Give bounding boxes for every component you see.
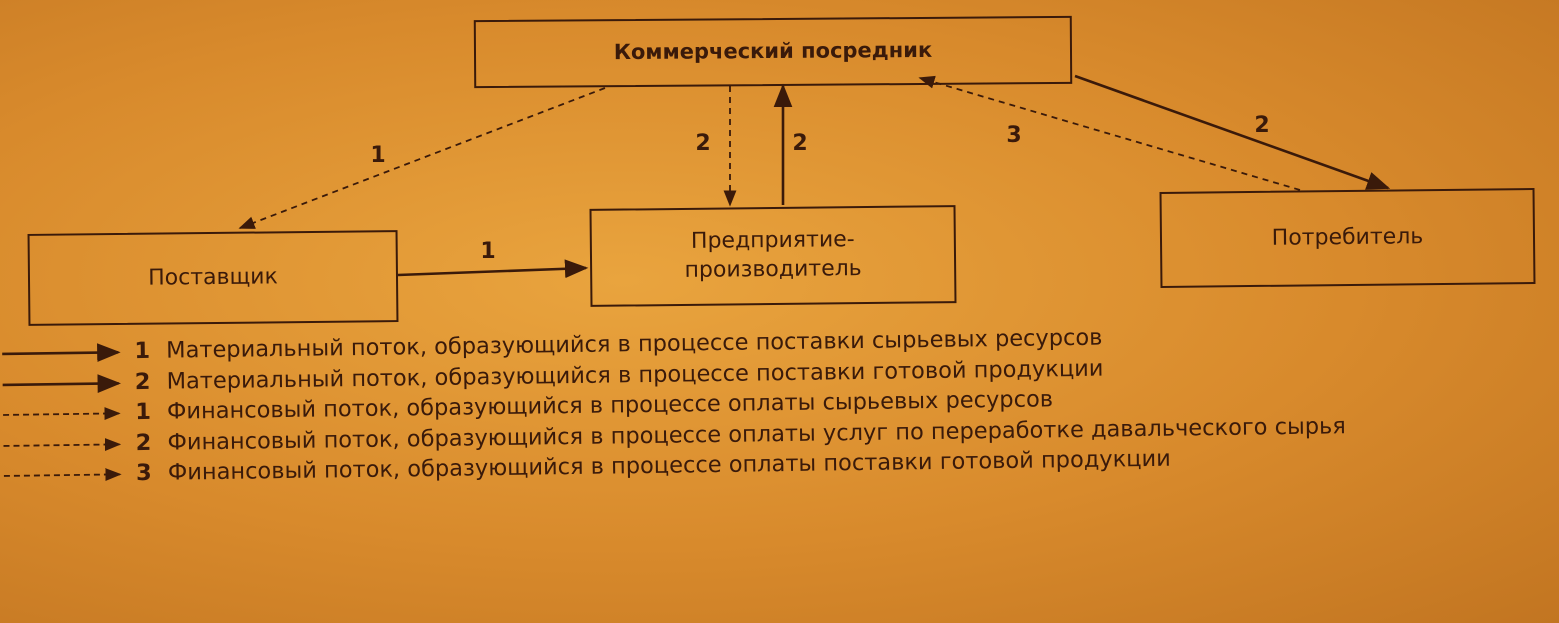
dashed-arrow-icon	[3, 468, 122, 482]
flow-number-label: 2	[695, 131, 710, 156]
flow-number-label: 3	[1006, 123, 1021, 148]
dashed-arrow-icon	[3, 407, 121, 421]
flow-arrow-supplier-to-manufacturer	[397, 259, 589, 279]
legend-number: 1	[134, 337, 151, 365]
legend-number: 2	[134, 368, 151, 395]
supplier-label: Поставщик	[148, 264, 278, 291]
dashed-arrow-icon	[3, 437, 122, 451]
flow-arrow-intermediary-to-consumer	[1074, 74, 1391, 190]
flow-number-label: 2	[792, 131, 807, 156]
legend-number: 3	[135, 459, 152, 487]
supplier-node: Поставщик	[27, 230, 399, 326]
flow-arrow-consumer-to-intermediary	[918, 75, 1301, 191]
intermediary-label: Коммерческий посредник	[613, 38, 933, 65]
intermediary-node: Коммерческий посредник	[473, 15, 1073, 89]
solid-arrow-icon	[2, 343, 121, 363]
flow-arrow-intermediary-to-supplier	[238, 87, 606, 229]
flow-number-label: 2	[1254, 113, 1269, 138]
consumer-label: Потребитель	[1271, 223, 1424, 251]
flow-number-label: 1	[370, 143, 385, 168]
flow-number-label: 1	[480, 239, 495, 264]
legend-number: 2	[135, 429, 152, 456]
manufacturer-label: Предприятие- производитель	[684, 227, 862, 283]
consumer-node: Потребитель	[1159, 188, 1536, 288]
legend-number: 1	[135, 398, 152, 426]
solid-arrow-icon	[2, 373, 121, 393]
manufacturer-node: Предприятие- производитель	[589, 205, 957, 307]
